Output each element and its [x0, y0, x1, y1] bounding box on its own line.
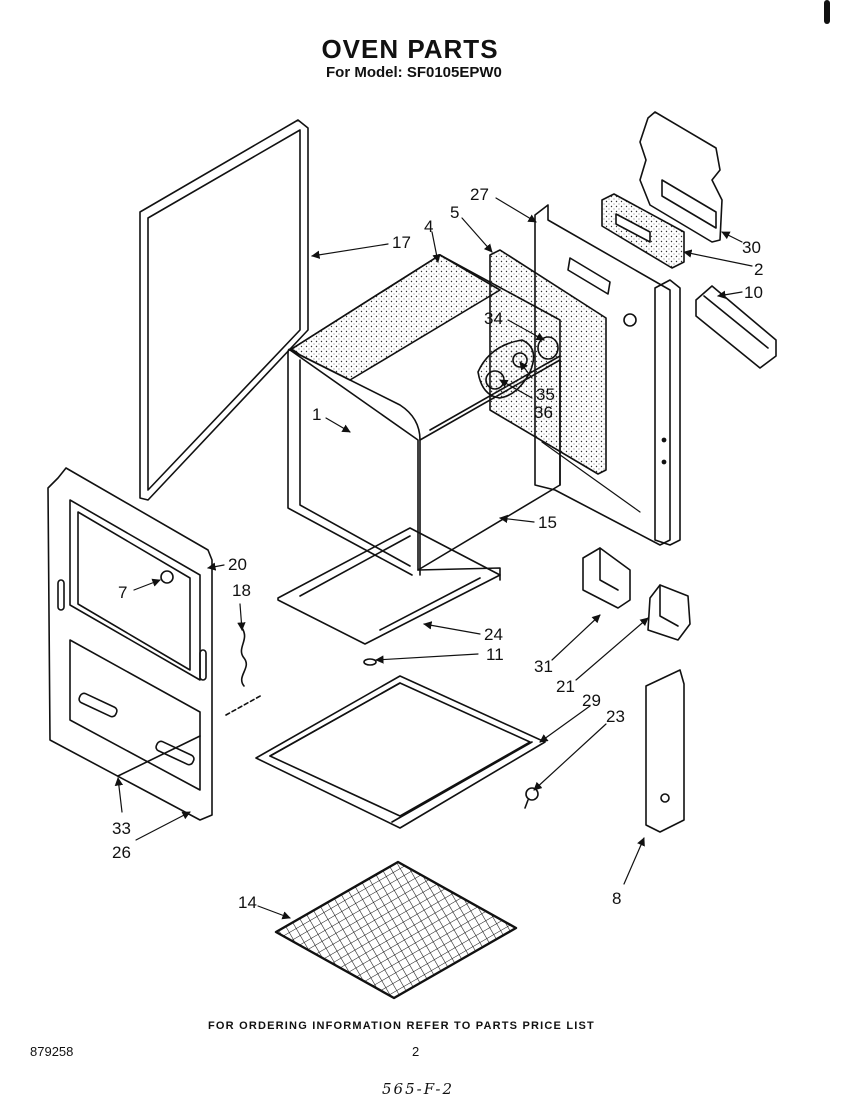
callout-15: 15: [538, 513, 557, 532]
callout-33: 33: [112, 819, 131, 838]
callout-36: 36: [534, 403, 553, 422]
rear-cover-plate: [639, 111, 723, 243]
callout-4: 4: [424, 217, 433, 236]
page-number: 2: [412, 1044, 420, 1059]
door-bumper: [160, 570, 174, 584]
callout-21: 21: [556, 677, 575, 696]
document-number: 879258: [30, 1044, 74, 1059]
page-title: OVEN PARTS: [321, 34, 499, 64]
callout-24: 24: [484, 625, 503, 644]
callout-5: 5: [450, 203, 459, 222]
callout-7: 7: [118, 583, 127, 602]
callout-27: 27: [470, 185, 489, 204]
callout-35: 35: [536, 385, 555, 404]
mounting-screw: [524, 787, 539, 809]
callout-10: 10: [744, 283, 763, 302]
mounting-bracket: [582, 547, 631, 609]
side-trim: [645, 669, 685, 833]
handwritten-note: 565-F-2: [382, 1080, 455, 1098]
vent-gasket: [601, 193, 685, 269]
callout-14: 14: [238, 893, 257, 912]
callout-18: 18: [232, 581, 251, 600]
corner-registration-mark: [824, 0, 830, 24]
oven-rack: [274, 860, 518, 1000]
callout-34: 34: [484, 309, 503, 328]
callout-29: 29: [582, 691, 601, 710]
door-spring: [225, 627, 263, 716]
leader-lines: [114, 197, 753, 920]
callout-2: 2: [754, 260, 763, 279]
ordering-info-footer: FOR ORDERING INFORMATION REFER TO PARTS …: [208, 1020, 595, 1032]
terminal-block: [647, 584, 691, 641]
callout-17: 17: [392, 233, 411, 252]
element-clip: [363, 658, 377, 666]
oven-light-assembly: [477, 336, 559, 399]
callout-labels: 17 4 5 27 30 2 10 34 35 36 1 15 20 7 18 …: [112, 185, 763, 912]
vent-trim: [695, 285, 777, 369]
callout-30: 30: [742, 238, 761, 257]
callout-26: 26: [112, 843, 131, 862]
callout-8: 8: [612, 889, 621, 908]
door-hinge-wire: [117, 735, 201, 777]
door-glass-panel: [139, 119, 309, 501]
oven-liner-base: [417, 567, 501, 581]
callout-1: 1: [312, 405, 321, 424]
callout-11: 11: [486, 645, 504, 664]
callout-31: 31: [534, 657, 553, 676]
oven-door: [47, 467, 213, 821]
oven-bottom: [277, 527, 501, 645]
oven-back-panel: [534, 204, 681, 546]
broiler-pan: [255, 675, 546, 829]
model-subtitle: For Model: SF0105EPW0: [326, 64, 502, 81]
callout-20: 20: [228, 555, 247, 574]
callout-23: 23: [606, 707, 625, 726]
